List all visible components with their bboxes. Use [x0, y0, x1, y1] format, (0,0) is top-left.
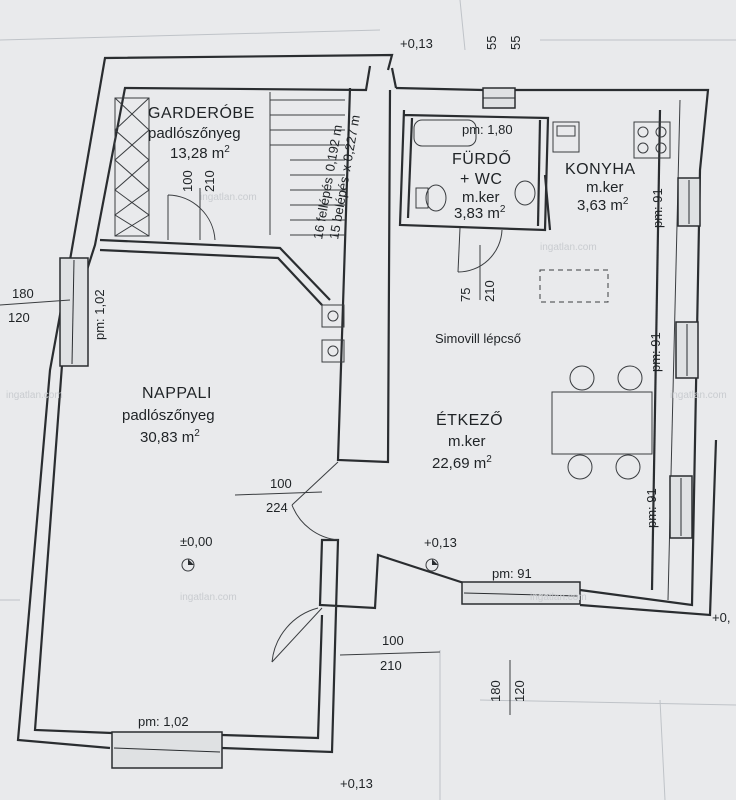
kitchen-island [539, 269, 609, 303]
dining-table [551, 365, 653, 480]
entrance-door [271, 607, 323, 663]
konyha-area: 3,63 m2 [577, 196, 629, 214]
dim-55a: 55 [484, 36, 499, 50]
pm-91-c: pm: 91 [644, 488, 659, 528]
etkezo-area: 22,69 m2 [432, 454, 492, 472]
watermark-2: ingatlan.com [6, 390, 63, 401]
furdo-pm: pm: 1,80 [462, 122, 513, 137]
door4-width: 75 [458, 288, 473, 302]
door1-height: 210 [202, 170, 217, 192]
toilet [415, 184, 447, 212]
level-center: +0,13 [424, 535, 457, 550]
bathtub [413, 119, 477, 147]
kitchen-hob [633, 121, 671, 159]
dim-120-left: 120 [8, 310, 30, 325]
furdo-name-wc: + WC [460, 171, 502, 188]
window-left [59, 257, 89, 367]
etkezo-floor: m.ker [448, 433, 486, 450]
exterior-walls [16, 53, 718, 754]
nappali-etkezo-door [291, 461, 339, 541]
nappali-area: 30,83 m2 [140, 428, 200, 446]
door1-width: 100 [180, 170, 195, 192]
nappali-name: NAPPALI [142, 385, 212, 402]
window-right-1 [677, 177, 701, 227]
level-marker-center [425, 558, 439, 572]
watermark-3: ingatlan.com [540, 242, 597, 253]
etkezo-name: ÉTKEZŐ [436, 410, 503, 429]
window-bottom-right [461, 581, 581, 605]
window-right-2 [675, 321, 699, 379]
dim-55b: 55 [508, 36, 523, 50]
bathroom-door [457, 227, 503, 273]
dim-180-bottom: 180 [488, 680, 503, 702]
garderobe-shelving [114, 97, 150, 237]
door4-height: 210 [482, 280, 497, 302]
pm-91-bottom: pm: 91 [492, 566, 532, 581]
konyha-name: KONYHA [565, 161, 636, 178]
pm-102-bottom: pm: 1,02 [138, 714, 189, 729]
simovill-label: Simovill lépcső [435, 331, 521, 346]
window-right-3 [669, 475, 693, 539]
level-bottom: +0,13 [340, 776, 373, 791]
sink [514, 180, 536, 206]
furdo-name: FÜRDŐ [452, 149, 511, 168]
level-zero: ±0,00 [180, 534, 212, 549]
watermark-1: ingatlan.com [200, 192, 257, 203]
konyha-floor: m.ker [586, 179, 624, 196]
garderobe-name: GARDERÓBE [148, 103, 255, 122]
watermark-4: ingatlan.com [180, 592, 237, 603]
garderobe-area: 13,28 m2 [170, 144, 230, 162]
dimension-lines [0, 188, 511, 715]
furdo-area: 3,83 m2 [454, 204, 506, 222]
garderobe-floor: padlószőnyeg [148, 125, 241, 142]
staircase [269, 92, 345, 236]
nappali-floor: padlószőnyeg [122, 407, 215, 424]
furdo-floor: m.ker [462, 189, 500, 206]
door3-width: 100 [382, 633, 404, 648]
watermark-6: ingatlan.com [670, 390, 727, 401]
dim-180-left: 180 [12, 286, 34, 301]
kitchen-sink [552, 121, 580, 153]
dim-120-bottom: 120 [512, 680, 527, 702]
door2-height: 224 [266, 500, 288, 515]
level-top: +0,13 [400, 36, 433, 51]
level-marker-zero [181, 558, 195, 572]
watermark-5: ingatlan.com [530, 592, 587, 603]
pm-91-b: pm: 91 [648, 332, 663, 372]
window-bottom-left [111, 731, 223, 769]
pm-102-left: pm: 1,02 [92, 289, 107, 340]
chimney [321, 304, 345, 363]
pm-91-a: pm: 91 [650, 188, 665, 228]
level-right: +0, [712, 610, 730, 625]
door3-height: 210 [380, 658, 402, 673]
door2-width: 100 [270, 476, 292, 491]
window-top [482, 87, 516, 109]
